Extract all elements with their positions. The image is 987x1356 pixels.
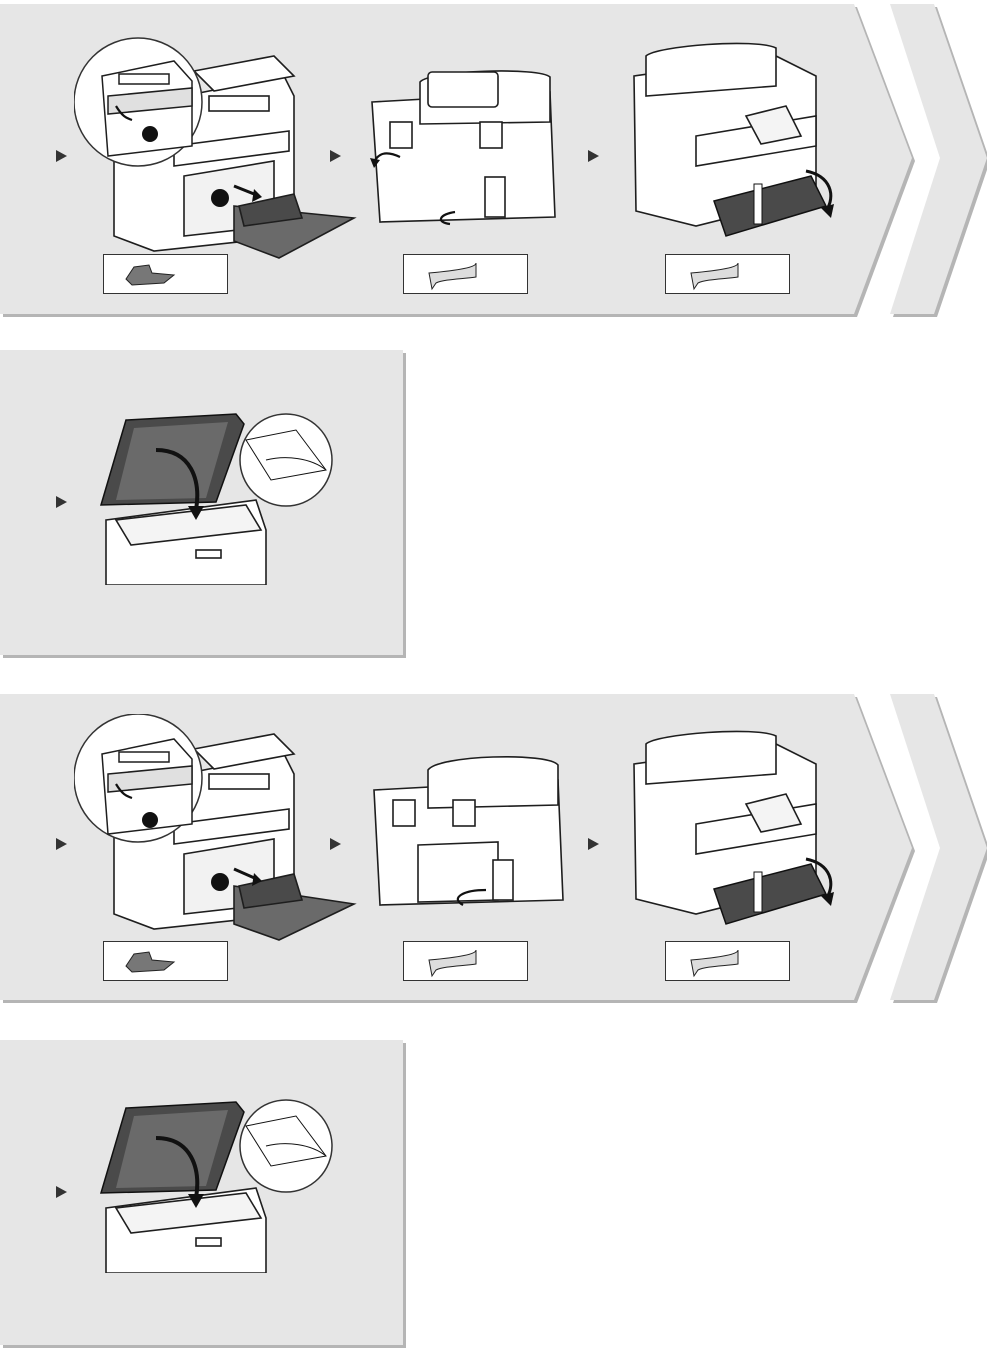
triangle-right-icon (56, 496, 67, 508)
tape-part-icon (666, 942, 789, 980)
printer-front-tape-illustration (626, 724, 846, 934)
part-box-cardboard (103, 941, 228, 981)
tape-part-icon (666, 255, 789, 293)
tape-part-icon (404, 255, 527, 293)
printer-rear-tape-illustration (368, 750, 568, 920)
printer-cardboard-illustration (74, 36, 364, 266)
tape-part-icon (404, 942, 527, 980)
triangle-right-icon (56, 1186, 67, 1198)
triangle-right-icon (56, 150, 67, 162)
part-box-tape (403, 254, 528, 294)
triangle-right-icon (588, 150, 599, 162)
part-box-tape (665, 254, 790, 294)
triangle-right-icon (588, 838, 599, 850)
part-box-tape (665, 941, 790, 981)
cardboard-part-icon (104, 942, 227, 980)
printer-rear-tape-illustration (360, 62, 570, 242)
triangle-right-icon (56, 838, 67, 850)
part-box-tape (403, 941, 528, 981)
printer-cardboard-illustration (74, 714, 364, 944)
printer-close-cover-illustration (96, 410, 341, 585)
printer-close-cover-illustration (96, 1098, 341, 1273)
cardboard-part-icon (104, 255, 227, 293)
part-box-cardboard (103, 254, 228, 294)
printer-front-tape-illustration (626, 36, 846, 246)
